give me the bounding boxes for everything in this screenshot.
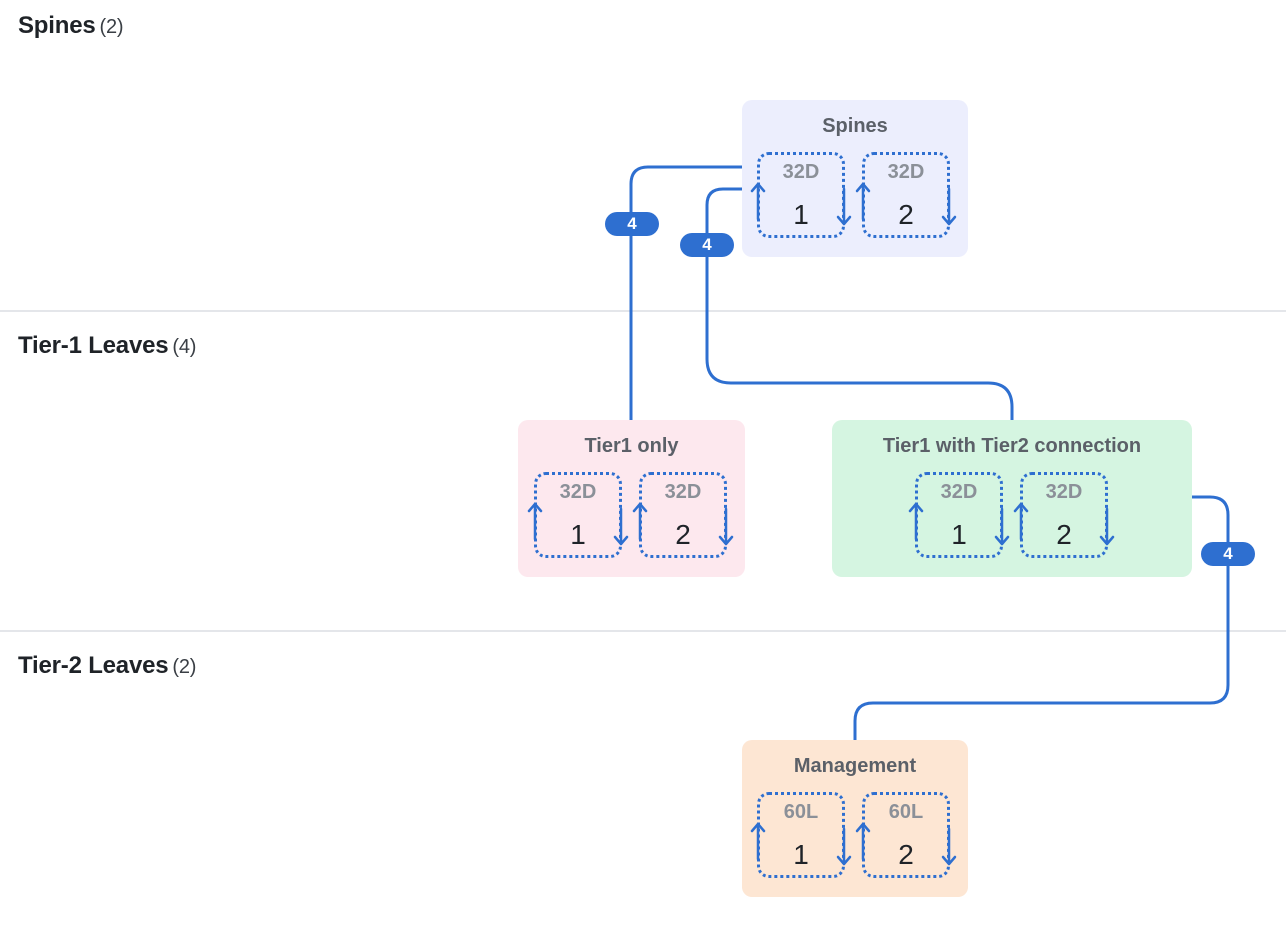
- device-number: 2: [1056, 519, 1072, 550]
- arrow-up-icon: [855, 182, 871, 221]
- device-spines-1[interactable]: 32D 1: [750, 152, 852, 238]
- device-tier1-with-tier2-1[interactable]: 32D 1: [908, 472, 1010, 558]
- device-number: 1: [793, 199, 809, 230]
- link-spines-tier1-with-tier2[interactable]: [705, 187, 1014, 420]
- arrow-down-icon: [613, 507, 629, 546]
- device-number: 1: [793, 839, 809, 870]
- group-title: Tier1 only: [584, 435, 679, 457]
- tier-name: Tier-1 Leaves: [18, 332, 169, 359]
- arrow-up-icon: [750, 182, 766, 221]
- device-model: 60L: [783, 801, 819, 823]
- device-spines-2[interactable]: 32D 2: [855, 152, 957, 238]
- tier-divider: [0, 310, 1286, 312]
- group-title: Tier1 with Tier2 connection: [882, 435, 1142, 457]
- group-tier1-only[interactable]: Tier1 only 32D 1 32D 2: [518, 420, 745, 577]
- device-number: 2: [898, 199, 914, 230]
- tier-title-tier2-leaves: Tier-2 Leaves(2): [18, 652, 196, 680]
- device-model: 32D: [559, 481, 597, 503]
- device-management-2[interactable]: 60L 2: [855, 792, 957, 878]
- group-tier1-with-tier2[interactable]: Tier1 with Tier2 connection 32D 1 32D 2: [832, 420, 1192, 577]
- arrow-up-icon: [855, 822, 871, 861]
- device-tier1-only-1[interactable]: 32D 1: [527, 472, 629, 558]
- group-spines[interactable]: Spines 32D 1 32D 2: [742, 100, 968, 257]
- group-management[interactable]: Management 60L 1 60L 2: [742, 740, 968, 897]
- device-number: 2: [675, 519, 691, 550]
- tier-count: (2): [172, 656, 197, 678]
- arrow-down-icon: [718, 507, 734, 546]
- device-model: 32D: [782, 161, 820, 183]
- link-count-badge[interactable]: 4: [1201, 542, 1255, 566]
- link-count-badge[interactable]: 4: [605, 212, 659, 236]
- arrow-down-icon: [994, 507, 1010, 546]
- tier-name: Tier-2 Leaves: [18, 652, 169, 679]
- device-model: 32D: [664, 481, 702, 503]
- group-title: Management: [793, 755, 917, 777]
- device-management-1[interactable]: 60L 1: [750, 792, 852, 878]
- tier-title-spines: Spines(2): [18, 12, 124, 40]
- tier-name: Spines: [18, 12, 96, 39]
- device-model: 60L: [888, 801, 924, 823]
- device-number: 1: [570, 519, 586, 550]
- device-model: 32D: [940, 481, 978, 503]
- link-tier1-with-tier2-management[interactable]: [853, 495, 1230, 740]
- tier-count: (4): [172, 336, 197, 358]
- tier-divider: [0, 630, 1286, 632]
- device-number: 2: [898, 839, 914, 870]
- device-model: 32D: [887, 161, 925, 183]
- arrow-down-icon: [836, 827, 852, 866]
- tier-title-tier1-leaves: Tier-1 Leaves(4): [18, 332, 196, 360]
- link-count-badge[interactable]: 4: [680, 233, 734, 257]
- link-spines-tier1-only[interactable]: [629, 165, 742, 420]
- device-tier1-with-tier2-2[interactable]: 32D 2: [1013, 472, 1115, 558]
- arrow-down-icon: [941, 827, 957, 866]
- arrow-up-icon: [632, 502, 648, 541]
- device-model: 32D: [1045, 481, 1083, 503]
- device-tier1-only-2[interactable]: 32D 2: [632, 472, 734, 558]
- arrow-up-icon: [527, 502, 543, 541]
- device-number: 1: [951, 519, 967, 550]
- arrow-down-icon: [1099, 507, 1115, 546]
- arrow-down-icon: [941, 187, 957, 226]
- tier-count: (2): [99, 16, 124, 38]
- arrow-up-icon: [908, 502, 924, 541]
- arrow-down-icon: [836, 187, 852, 226]
- arrow-up-icon: [1013, 502, 1029, 541]
- arrow-up-icon: [750, 822, 766, 861]
- group-title: Spines: [822, 115, 888, 137]
